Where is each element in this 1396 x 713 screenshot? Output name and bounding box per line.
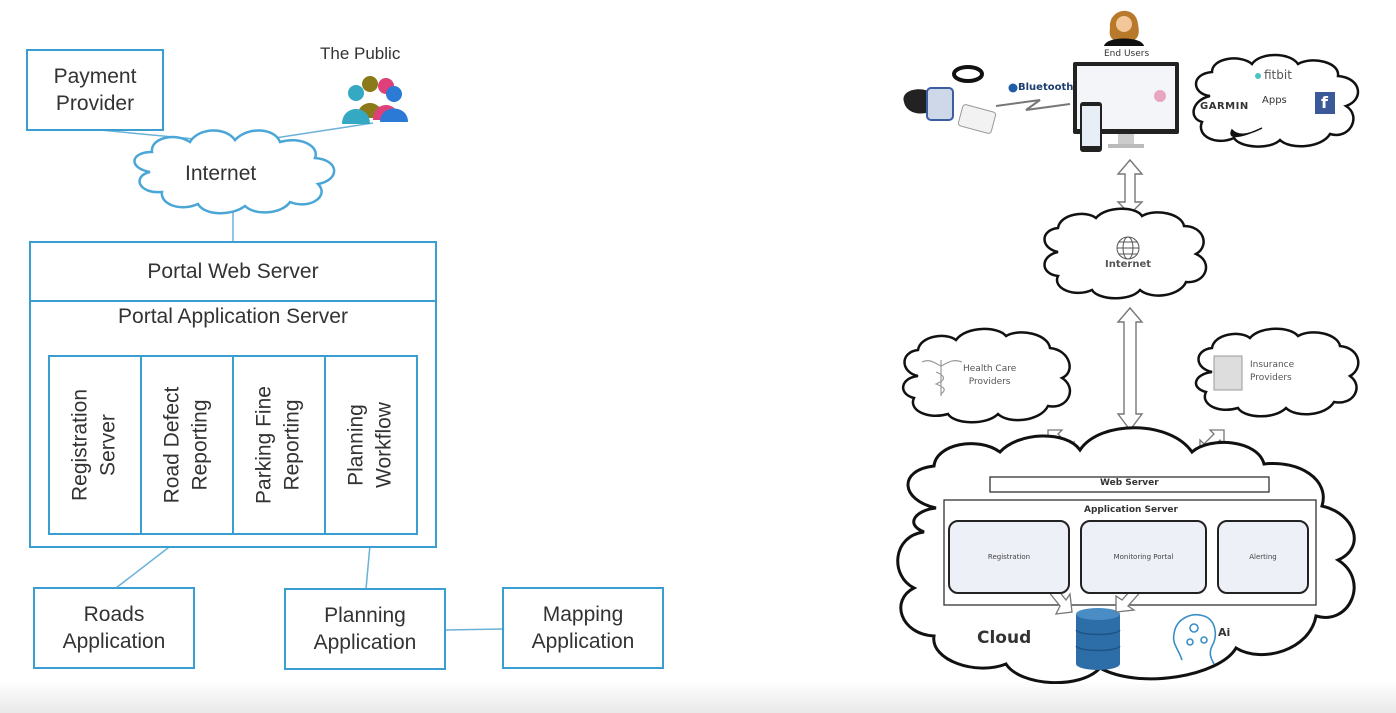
payment-provider-label: Payment Provider [53,64,137,115]
connector-planning-mapping [444,628,503,631]
double-arrow-internet-cloud [1116,306,1144,432]
apps-label: Apps [1262,95,1287,106]
double-arrow-user-internet [1116,158,1144,215]
module-monitoring-portal: Monitoring Portal [1080,520,1207,594]
cloud-label: Cloud [977,628,1032,648]
internet-cloud-shape [133,129,336,215]
internet-label: Internet [185,162,257,185]
bluetooth-signal-icon [995,99,1071,111]
end-user-icon [1104,10,1144,46]
globe-icon [1116,236,1140,260]
bluetooth-icon [1008,83,1018,93]
ai-head-icon [1172,614,1217,665]
end-users-label: End Users [1104,49,1150,59]
video-bottom-bar [0,684,1396,713]
facebook-label: f [1321,93,1328,112]
apps-cloud-shape [1192,53,1360,148]
public-label: The Public [320,44,401,63]
ai-label: Ai [1218,626,1231,639]
internet-label-right: Internet [1105,259,1152,270]
fitbit-icon [1255,73,1261,79]
facebook-icon [1315,92,1335,114]
database-icon [1075,608,1121,670]
connector-public-internet [274,122,374,139]
caduceus-icon [921,360,963,396]
people-icon [342,76,408,124]
insurance-cloud-shape [1194,327,1360,418]
nike-icon [1230,127,1263,138]
connector-payment-internet [99,129,206,141]
insurance-document-icon [1213,355,1243,391]
health-devices-icon [903,65,997,134]
application-server-label: Application Server [1084,505,1178,515]
payment-provider-box: Payment Provider [26,49,164,131]
bluetooth-label: Bluetooth [1018,82,1074,93]
health-care-cloud-shape [902,327,1072,424]
internet-cloud-shape [1043,207,1208,300]
web-server-bar [989,476,1270,493]
web-server-label: Web Server [1100,478,1159,488]
fitbit-label: fitbit [1264,68,1292,82]
module-registration: Registration [948,520,1070,594]
garmin-label: GARMIN [1200,101,1249,112]
portal-app-server-label: Portal Application Server [118,305,348,328]
module-alerting: Alerting [1217,520,1309,594]
portal-web-server: Portal Web Server [31,243,435,302]
monitor-icon [1073,62,1179,152]
